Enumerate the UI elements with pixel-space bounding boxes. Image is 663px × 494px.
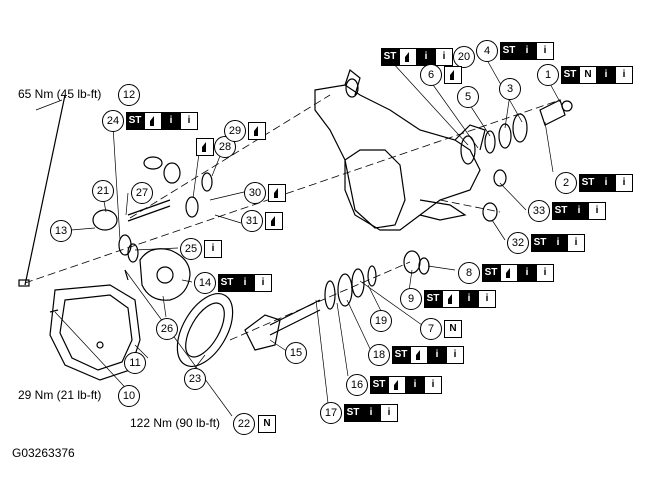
badge-N: N [444,320,462,338]
callout-number: 18 [368,344,390,366]
badge-info: i [597,66,615,84]
callout-number: 11 [124,352,146,374]
housing-flange [419,199,467,221]
callout-number: 27 [131,182,153,204]
torque-spec-12: 65 Nm (45 lb-ft) [18,87,101,101]
badge-info: i [428,346,446,364]
badge-ST: ST [531,234,549,252]
callout-number: 25 [180,238,202,260]
badge-i: i [435,48,453,66]
torque-ref-22: 22 [233,413,255,435]
badge-i: i [536,264,554,282]
callout-number: 31 [241,210,263,232]
callout-number: 6 [420,64,442,86]
badge-ST: ST [579,174,597,192]
badge-i: i [380,404,398,422]
pinion-gear [244,314,281,351]
callout-number: 13 [50,220,72,242]
badge-ST: ST [381,48,399,66]
callout-number: 9 [400,288,422,310]
badge-ST: ST [370,376,388,394]
callout-number: 33 [528,200,550,222]
badge-i: i [204,240,222,258]
badge-info: i [162,112,180,130]
torque-ref-10: 10 [118,385,140,407]
badge-i: i [615,174,633,192]
housing-carrier [344,149,406,229]
figure-id: G03263376 [12,446,75,460]
badge-info: i [518,264,536,282]
badge-lube-icon [265,212,283,230]
badge-ST: ST [482,264,500,282]
badge-lube-icon [268,184,286,202]
callout-number: 8 [458,262,480,284]
badge-info: i [236,274,254,292]
torque-text: 122 Nm (90 lb-ft) [130,416,221,430]
badge-i: i [424,376,442,394]
torque-ref-12: 12 [118,84,140,106]
badge-lube-icon [399,48,417,66]
badge-lube-icon [388,376,406,394]
badge-ST: ST [424,290,442,308]
badge-info: i [518,42,536,60]
callout-number: 3 [499,78,521,100]
callout-number: 19 [370,310,392,332]
badge-ST: ST [500,42,518,60]
callout-number: 17 [320,402,342,424]
housing-tube-right [454,124,486,151]
badge-lube-icon [410,346,428,364]
ring-gear [176,293,234,367]
badge-info: i [549,234,567,252]
badge-lube-icon [144,112,162,130]
badge-i: i [588,202,606,220]
badge-ST: ST [552,202,570,220]
badge-i: i [478,290,496,308]
callout-number: 30 [244,182,266,204]
badge-lube-icon [500,264,518,282]
callout-number: 15 [285,342,307,364]
callout-number: 4 [476,40,498,62]
callout-number: 7 [420,318,442,340]
callout-number: 24 [102,110,124,132]
torque-text: 29 Nm (21 lb-ft) [18,388,102,402]
badge-info: i [570,202,588,220]
badge-i: i [180,112,198,130]
torque-spec-22: 122 Nm (90 lb-ft) [130,416,220,430]
badge-lube-icon [442,290,460,308]
callout-number: 32 [507,232,529,254]
badge-i: i [446,346,464,364]
badge-ST: ST [561,66,579,84]
badge-info: i [460,290,478,308]
callout-number: 14 [194,272,216,294]
callout-number: 28 [214,136,236,158]
badge-ST: ST [126,112,144,130]
callout-number: 23 [184,368,206,390]
badge-lube-icon [444,66,462,84]
callout-number: 21 [92,180,114,202]
badge-info: i [597,174,615,192]
callout-number: 5 [457,86,479,108]
new-part-badge: N [258,415,276,433]
torque-spec-10: 29 Nm (21 lb-ft) [18,388,101,402]
callout-number: 2 [555,172,577,194]
badge-i: i [536,42,554,60]
badge-ST: ST [344,404,362,422]
callout-number: 26 [156,318,178,340]
callout-number: 29 [224,120,246,142]
torque-text: 65 Nm (45 lb-ft) [18,87,102,101]
callout-number: 1 [537,64,559,86]
axle-shaft [127,199,171,216]
badge-info: i [362,404,380,422]
badge-lube-icon [196,138,214,156]
badge-N: N [579,66,597,84]
callout-number: 20 [453,46,475,68]
badge-i: i [567,234,585,252]
badge-i: i [254,274,272,292]
badge-ST: ST [392,346,410,364]
callout-number: 16 [346,374,368,396]
badge-info: i [406,376,424,394]
badge-i: i [615,66,633,84]
badge-lube-icon [248,122,266,140]
badge-ST: ST [218,274,236,292]
